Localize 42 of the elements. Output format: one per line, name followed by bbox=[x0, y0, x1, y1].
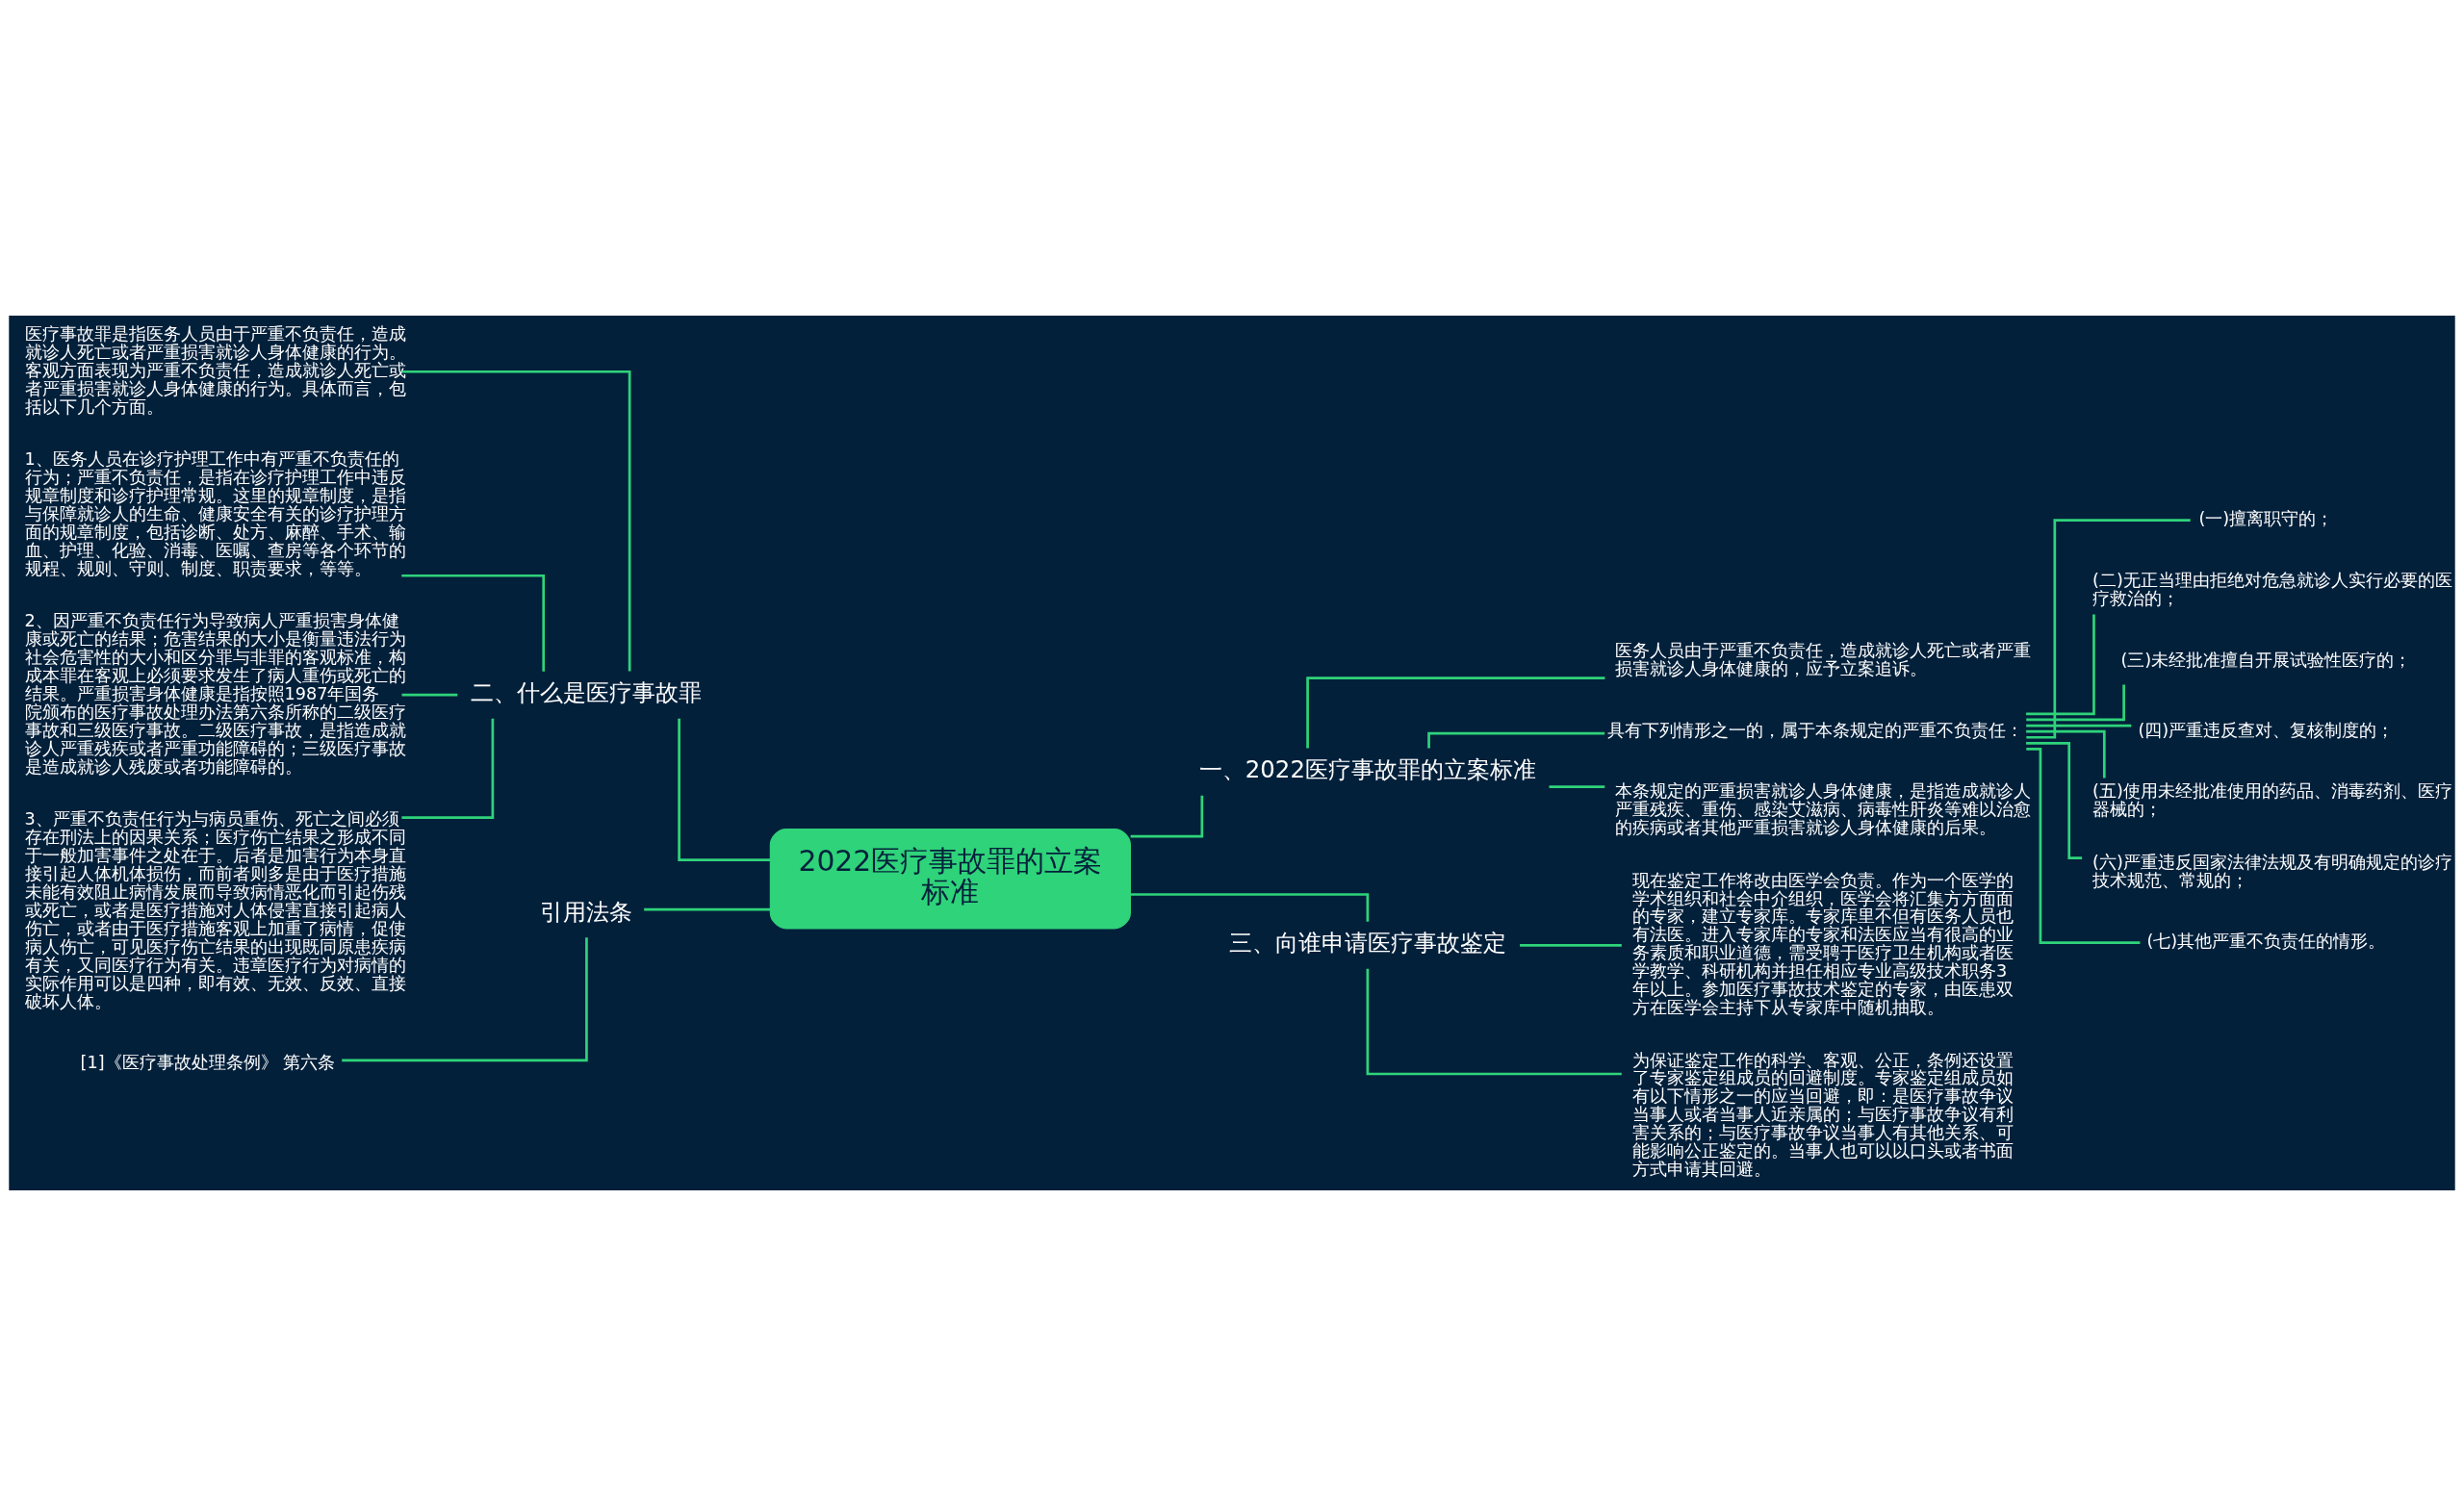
node-text: (六)严重违反国家法律法规及有明确规定的诊疗技术规范、常规的； bbox=[2092, 852, 2452, 890]
connector bbox=[2026, 742, 2083, 859]
node-text: [1]《医疗事故处理条例》 第六条 bbox=[80, 1053, 336, 1073]
connector bbox=[644, 907, 771, 911]
node-text: 医务人员由于严重不负责任，造成就诊人死亡或者严重损害就诊人身体健康的，应予立案追诉。 bbox=[1615, 641, 2032, 679]
connector bbox=[2026, 724, 2132, 727]
connector bbox=[1366, 968, 1622, 1076]
node-text: (五)使用未经批准使用的药品、消毒药剂、医疗器械的； bbox=[2092, 781, 2452, 820]
connector bbox=[678, 718, 771, 861]
node-text: 引用法条 bbox=[539, 897, 632, 926]
connector bbox=[401, 718, 495, 819]
connector bbox=[1130, 893, 1370, 922]
node-box: 2022医疗事故罪的立案标准 bbox=[769, 829, 1131, 930]
node-text: (二)无正当理由拒绝对危急就诊人实行必要的医疗救治的； bbox=[2092, 570, 2452, 608]
connector bbox=[1306, 676, 1605, 749]
connector bbox=[2026, 729, 2106, 779]
node-text: 具有下列情形之一的，属于本条规定的严重不负责任： bbox=[1607, 720, 2024, 740]
connector bbox=[2026, 748, 2141, 944]
node-text: 医疗事故罪是指医务人员由于严重不负责任，造成就诊人死亡或者严重损害就诊人身体健康的行为。客观方面表现为严重不负责任，造成就诊人死亡或者严重损害就诊人身体健康的行为。具体而言，包括以下几个方面。 bbox=[24, 323, 406, 417]
connector bbox=[342, 937, 588, 1062]
connector bbox=[1520, 943, 1622, 947]
connector bbox=[401, 693, 458, 697]
node-text: 本条规定的严重损害就诊人身体健康，是指造成就诊人严重残疾、重伤、感染艾滋病、病毒性肝炎等难以治愈的疾病或者其他严重损害就诊人身体健康的后果。 bbox=[1615, 781, 2032, 838]
node-text: 二、什么是医疗事故罪 bbox=[470, 678, 702, 707]
node-text: 3、严重不负责任行为与病员重伤、死亡之间必须存在刑法上的因果关系；医疗伤亡结果之形成不同于一般加害事件之处在于。后者是加害行为本身直接引起人体机体损伤，而前者则多是由于医疗措施未能有效阻止病情发展而导致病情恶化而引起伤残或死亡，或者是医疗措施对人体侵害直接引起病人伤亡，或者由于医疗措施客观上加重了病情，促使病人伤亡，可见医疗伤亡结果的出现既同原患疾病有关，又同医疗行为有关。违章医疗行为对病情的实际作用可以是四种，即有效、无效、反效、直接破坏人体。 bbox=[24, 808, 406, 1011]
connector bbox=[401, 574, 546, 672]
connector bbox=[1130, 795, 1204, 838]
node-text: 1、医务人员在诊疗护理工作中有严重不负责任的行为；严重不负责任，是指在诊疗护理工作中违反规章制度和诊疗护理常规。这里的规章制度，是指与保障就诊人的生命、健康安全有关的诊疗护理方面的规章制度，包括诊断、处方、麻醉、手术、输血、护理、化验、消毒、医嘱、查房等各个环节的规程、规则、守则、制度、职责要求，等等。 bbox=[24, 448, 406, 578]
node-text: 三、向谁申请医疗事故鉴定 bbox=[1228, 929, 1506, 957]
node-text: (七)其他严重不负责任的情形。 bbox=[2146, 932, 2386, 952]
node-text: 现在鉴定工作将改由医学会负责。作为一个医学的学术组织和社会中介组织，医学会将汇集方方面面的专家，建立专家库。专家库里不但有医务人员也有法医。进入专家库的专家和法医应当有很高的业务素质和职业道德，需受聘于医疗卫生机构或者医学教学、科研机构并担任相应专业高级技术职务3年以上。参加医疗事故技术鉴定的专家，由医患双方在医学会主持下从专家库中随机抽取。 bbox=[1631, 870, 2014, 1018]
node-text: 一、2022医疗事故罪的立案标准 bbox=[1198, 755, 1536, 784]
node-text: 为保证鉴定工作的科学、客观、公正，条例还设置了专家鉴定组成员的回避制度。专家鉴定组成员如有以下情形之一的应当回避，即：是医疗事故争议当事人或者当事人近亲属的；与医疗事故争议有利害关系的；与医疗事故争议当事人有其他关系、可能影响公正鉴定的。当事人也可以以口头或者书面方式申请其回避。 bbox=[1631, 1050, 2014, 1180]
node-text: (四)严重违反查对、复核制度的； bbox=[2138, 720, 2395, 740]
connector bbox=[2026, 614, 2095, 716]
connector bbox=[401, 370, 631, 672]
connector bbox=[2026, 684, 2125, 722]
node-text: (三)未经批准擅自开展试验性医疗的； bbox=[2120, 650, 2412, 670]
connector bbox=[1549, 785, 1605, 789]
node-text: 2、因严重不负责任行为导致病人严重损害身体健康或死亡的结果；危害结果的大小是衡量违法行为社会危害性的大小和区分罪与非罪的客观标准，构成本罪在客观上必须要求发生了病人重伤或死亡的结果。严重损害身体健康是指按照1987年国务院颁布的医疗事故处理办法第六条所称的二级医疗事故和三级医疗事故。二级医疗事故，是指造成就诊人严重残疾或者严重功能障碍的；三级医疗事故是造成就诊人残废或者功能障碍的。 bbox=[24, 610, 406, 777]
connector bbox=[2026, 519, 2191, 739]
node-text: (一)擅离职守的； bbox=[2198, 509, 2334, 529]
